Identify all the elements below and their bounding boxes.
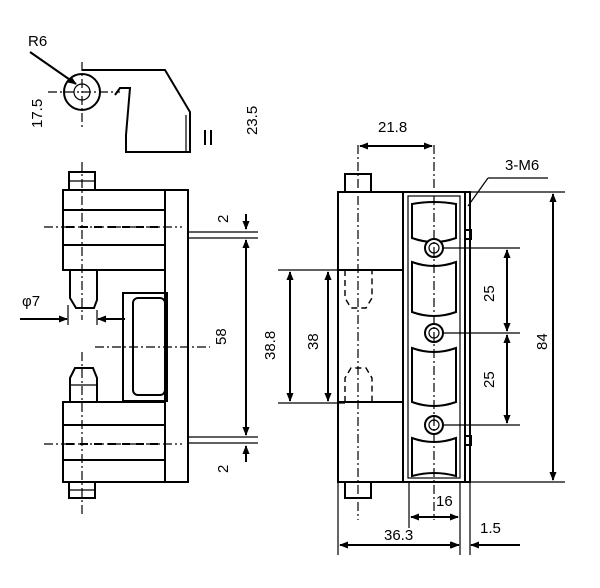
profile-view-panel-1 (411, 201, 457, 243)
side-view-offset-label: 17.5 (29, 99, 46, 128)
profile-view-outer-span-label: 38.8 (262, 331, 279, 360)
profile-view-panel-3 (411, 346, 457, 407)
side-view-r6-leader (29, 51, 77, 85)
profile-view-total-label: 84 (534, 333, 551, 350)
profile-view-panel-4 (411, 436, 457, 478)
profile-view-top-pin (344, 270, 373, 309)
front-view-pin-diameter-label: φ7 (22, 293, 40, 310)
front-view-bottom-pin (69, 367, 98, 402)
profile-view-panel-2 (411, 260, 457, 317)
front-view-back-plate (164, 189, 189, 483)
front-view-top-gap-label: 2 (215, 215, 232, 223)
front-view-top-leaf (62, 189, 166, 271)
profile-view-thickness-label: 1.5 (480, 520, 501, 537)
profile-view-holes-label: 3-M6 (505, 157, 539, 174)
profile-view-overall-width-label: 36.3 (384, 527, 413, 544)
profile-view-knuckle-strip (337, 191, 404, 483)
front-view: φ7 2 58 2 (20, 162, 258, 515)
profile-view-tab-bottom (464, 435, 472, 446)
profile-view: 21.8 3-M6 38.8 38 25 25 84 16 36.3 (262, 119, 565, 555)
side-view-height-label: 23.5 (244, 106, 261, 135)
profile-view-inner-span-label: 38 (305, 333, 322, 350)
profile-view-pitch-bottom-label: 25 (481, 371, 498, 388)
profile-view-pitch-top-label: 25 (481, 285, 498, 302)
side-view-radius-label: R6 (28, 33, 47, 50)
profile-view-pin-offset-label: 21.8 (378, 119, 407, 136)
side-view: R6 17.5 23.5 (28, 33, 261, 153)
profile-view-bottom-cap (344, 481, 372, 499)
side-view-outline (82, 69, 191, 153)
profile-view-leaf-width-label: 16 (436, 493, 453, 510)
front-view-bottom-leaf (62, 401, 166, 483)
front-view-length-label: 58 (213, 328, 230, 345)
profile-view-bottom-pin (344, 367, 373, 402)
front-view-bottom-gap-label: 2 (215, 465, 232, 473)
profile-view-edge-strip (464, 191, 471, 483)
profile-view-tab-top (464, 229, 472, 240)
profile-view-top-cap (344, 173, 372, 193)
front-view-top-pin (69, 270, 98, 309)
